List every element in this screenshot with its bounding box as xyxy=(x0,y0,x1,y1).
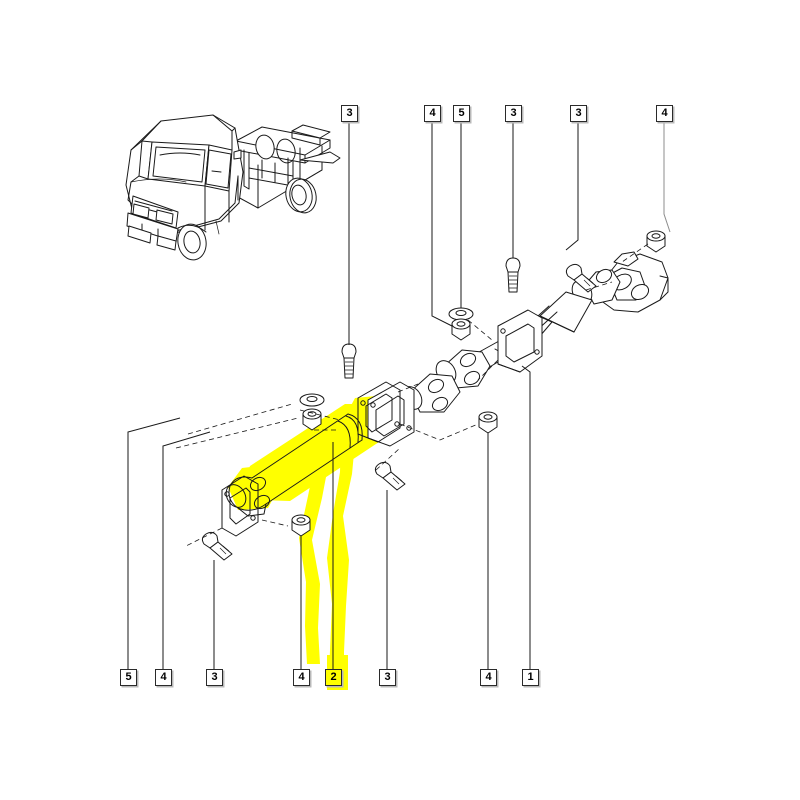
assembly-guide-lines xyxy=(175,243,649,547)
hex-nut xyxy=(291,514,311,537)
hex-bolt xyxy=(505,257,521,293)
callout-box-bottom-3[interactable]: 3 xyxy=(206,669,223,686)
callout-box-top-4[interactable]: 3 xyxy=(505,105,522,122)
callout-box-bottom-4[interactable]: 4 xyxy=(293,669,310,686)
centre-bearing-support xyxy=(497,309,543,373)
hex-bolt xyxy=(374,461,406,491)
vehicle-illustration xyxy=(125,114,341,261)
callout-box-bottom-7[interactable]: 4 xyxy=(480,669,497,686)
washer xyxy=(299,393,325,407)
hex-bolt xyxy=(565,263,597,293)
callout-box-bottom-2[interactable]: 4 xyxy=(155,669,172,686)
washer xyxy=(448,307,474,321)
hex-nut xyxy=(478,411,498,434)
callout-box-bottom-5-highlighted[interactable]: 2 xyxy=(325,669,342,686)
hex-nut xyxy=(646,230,666,253)
hex-bolt xyxy=(201,531,233,561)
callout-box-top-2[interactable]: 4 xyxy=(424,105,441,122)
hex-nut xyxy=(302,408,322,431)
callout-box-top-6[interactable]: 4 xyxy=(656,105,673,122)
hex-bolt xyxy=(341,343,357,379)
callout-box-top-1[interactable]: 3 xyxy=(341,105,358,122)
hex-nut xyxy=(451,318,471,341)
callout-leader-lines xyxy=(127,122,671,669)
rear-propeller-shaft xyxy=(367,251,669,447)
callout-box-top-3[interactable]: 5 xyxy=(453,105,470,122)
callout-box-bottom-1[interactable]: 5 xyxy=(120,669,137,686)
callout-box-bottom-8[interactable]: 1 xyxy=(522,669,539,686)
callout-box-bottom-6[interactable]: 3 xyxy=(379,669,396,686)
callout-box-top-5[interactable]: 3 xyxy=(570,105,587,122)
